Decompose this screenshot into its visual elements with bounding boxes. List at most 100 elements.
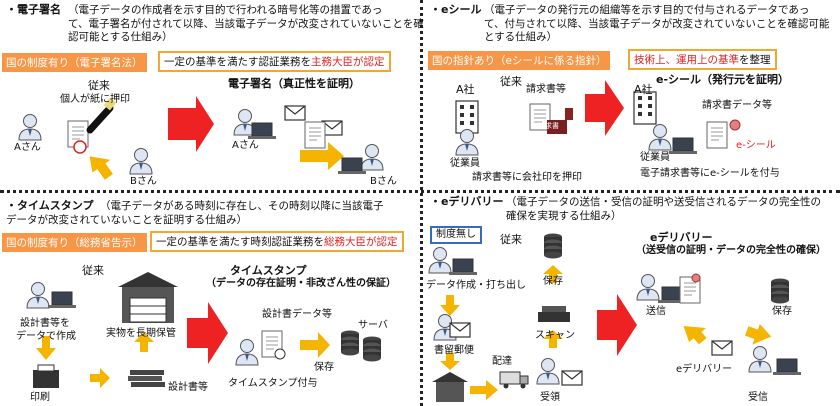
ed-right-arrow bbox=[470, 380, 498, 400]
ed-after-arrow-1 bbox=[683, 326, 707, 345]
eseal-after-desc: 電子請求書等にe-シールを付与 bbox=[640, 168, 780, 179]
ts-transition-arrow bbox=[187, 302, 228, 364]
ts-stamp-grant-label: タイムスタンプ付与 bbox=[228, 378, 318, 389]
sig-standard-text: 一定の基準を満たす認証業務を bbox=[164, 56, 311, 68]
ts-description: （電子データがある時刻に存在し、その時刻以降に当該電子 データが改変されていない… bbox=[6, 200, 384, 227]
sig-after-label: 電子署名（真正性を証明） bbox=[228, 77, 360, 90]
ed-transition-arrow bbox=[597, 294, 637, 356]
ed-after-subtitle: （送受信の証明・データの完全性の確保） bbox=[636, 245, 826, 256]
ts-after-person-icon bbox=[235, 339, 259, 366]
sig-title: ・電子署名 bbox=[6, 3, 61, 16]
eseal-before-desc: 請求書等に会社印を押印 bbox=[472, 172, 582, 183]
eseal-after-doc-icon bbox=[706, 121, 728, 149]
sig-standard-box: 一定の基準を満たす認証業務を主務大臣が認定 bbox=[158, 51, 391, 72]
ts-server-cyl-icon-2 bbox=[363, 336, 381, 362]
sig-desc-line-3: 認可能とする仕組み） bbox=[68, 31, 173, 43]
eseal-seal-icon bbox=[729, 119, 741, 131]
ts-design-line-2: データで作成 bbox=[16, 331, 76, 342]
sig-after-flow-arrow bbox=[300, 142, 344, 170]
eseal-after-employee-label: 従業員 bbox=[640, 152, 670, 163]
ts-storage-label: 実物を長期保管 bbox=[106, 328, 176, 339]
ts-after-title: タイムスタンプ bbox=[230, 264, 307, 277]
ed-send-label: 送信 bbox=[646, 306, 666, 317]
ts-design-data-label: 設計書データ等 bbox=[262, 309, 332, 320]
ts-title: ・タイムスタンプ bbox=[6, 199, 94, 212]
ed-after-receiver-laptop-icon bbox=[772, 358, 802, 376]
ed-description: （電子データの送信・受信の証明や送受信されるデータの完全性の 確保を実現する仕組… bbox=[506, 196, 821, 223]
ed-after-storage-icon bbox=[771, 278, 789, 304]
ts-clock-icon bbox=[274, 348, 286, 360]
sig-desc-line-1: （電子データの作成者を示す目的で行われる暗号化等の措置であっ bbox=[68, 4, 383, 16]
eseal-desc-line-3: とする仕組み） bbox=[484, 31, 558, 43]
ed-save-label: 保存 bbox=[543, 276, 563, 287]
eseal-company-building-icon bbox=[455, 100, 479, 134]
ts-down-arrow bbox=[36, 336, 56, 360]
eseal-seal-label: e-シール bbox=[736, 140, 776, 151]
eseal-employee-label: 従業員 bbox=[450, 158, 480, 169]
eseal-standard-box: 技術上、運用上の基準を整理 bbox=[628, 49, 777, 70]
sig-envelope-icon-1 bbox=[284, 105, 306, 121]
ed-no-system-label: 制度無し bbox=[430, 226, 482, 244]
eseal-after-laptop-icon bbox=[668, 137, 698, 155]
ts-docs-label: 設計書等 bbox=[168, 382, 208, 393]
eseal-after-employee-icon bbox=[648, 124, 672, 151]
sig-hanko-icon bbox=[86, 104, 114, 134]
ed-registered-envelope-icon bbox=[449, 322, 471, 338]
ed-after-envelope-icon bbox=[711, 340, 733, 356]
eseal-company-stamp-icon bbox=[547, 120, 567, 134]
ed-after-sender-icon bbox=[636, 274, 660, 301]
vertical-divider bbox=[420, 0, 423, 406]
ts-save-label: 保存 bbox=[314, 362, 334, 373]
ed-registered-label: 書留郵便 bbox=[434, 345, 474, 356]
sig-before-desc: 個人が紙に押印 bbox=[60, 94, 130, 105]
sig-after-laptop-b-icon bbox=[337, 157, 367, 175]
ed-person-icon bbox=[428, 247, 452, 274]
ts-printer-icon bbox=[33, 370, 59, 388]
ed-before-label: 従来 bbox=[500, 233, 522, 246]
ed-receive-label: 受領 bbox=[540, 392, 560, 403]
ed-after-receiver-icon bbox=[748, 346, 772, 373]
ed-receiver-envelope-icon bbox=[561, 370, 583, 386]
sig-standard-red: 主務大臣が認定 bbox=[311, 56, 385, 68]
ts-desc-line-1: （電子データがある時刻に存在し、その時刻以降に当該電子 bbox=[100, 200, 384, 212]
ts-before-label: 従来 bbox=[82, 264, 104, 277]
sig-before-label: 従来 bbox=[88, 79, 110, 92]
sig-after-doc-icon bbox=[304, 121, 326, 149]
ed-desc-line-1: （電子データの送信・受信の証明や送受信されるデータの完全性の bbox=[506, 196, 821, 208]
ed-laptop-icon bbox=[448, 258, 478, 276]
eseal-after-building-icon bbox=[633, 91, 657, 125]
ts-server-label: サーバ bbox=[358, 320, 388, 331]
eseal-invoice-label: 請求書等 bbox=[526, 84, 566, 95]
horizontal-divider bbox=[0, 190, 840, 193]
sig-person-a-label: Aさん bbox=[14, 142, 41, 153]
ed-storage-cyl-icon bbox=[544, 233, 562, 259]
ed-up-arrow-2 bbox=[543, 330, 563, 348]
eseal-before-label: 従来 bbox=[500, 75, 522, 88]
ts-design-line-1: 設計書等を bbox=[20, 318, 70, 329]
eseal-after-company-label: A社 bbox=[634, 83, 653, 96]
sig-after-laptop-a-icon bbox=[247, 122, 277, 140]
sig-system-label: 国の制度有り（電子署名法） bbox=[2, 53, 147, 72]
sig-after-person-b-icon bbox=[360, 144, 384, 171]
ed-after-arrow-2 bbox=[745, 323, 772, 345]
ed-title: ・eデリバリー bbox=[430, 195, 504, 208]
ts-right-arrow bbox=[90, 368, 110, 388]
ed-after-save-label: 保存 bbox=[772, 306, 792, 317]
ts-after-subtitle: （データの存在証明・非改ざん性の保証） bbox=[206, 278, 396, 289]
ed-desc-line-2: 確保を実現する仕組み） bbox=[506, 209, 622, 222]
eseal-after-label: e-シール（発行元を証明） bbox=[656, 73, 790, 86]
ed-create-label: データ作成・打ち出し bbox=[426, 280, 526, 291]
ts-laptop-icon bbox=[47, 291, 77, 309]
eseal-standard-red: 技術上、運用上の基準 bbox=[634, 54, 739, 66]
ed-scanner-icon bbox=[538, 312, 570, 322]
ts-standard-text: 一定の基準を満たす時刻認証業務を bbox=[156, 236, 324, 248]
sig-person-a-icon bbox=[18, 114, 42, 141]
eseal-desc-line-1: （電子データの発行元の組織等を示す目的で付与されるデータであっ bbox=[484, 4, 810, 16]
sig-person-b-icon bbox=[129, 148, 153, 175]
ed-delivery-label: 配達 bbox=[492, 356, 512, 367]
sig-seal-icon bbox=[73, 140, 87, 154]
ed-ed-label: eデリバリー bbox=[676, 364, 733, 375]
ed-receiver-person-icon bbox=[536, 358, 560, 385]
ed-receipt-label: 受信 bbox=[748, 392, 768, 403]
